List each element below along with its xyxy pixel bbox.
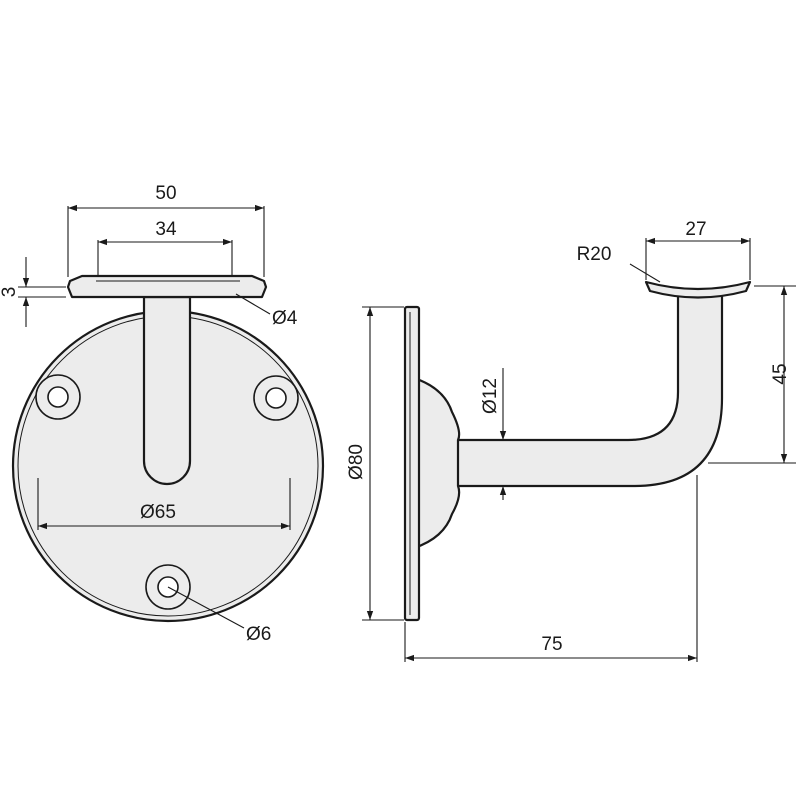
dim-75-label: 75	[541, 634, 562, 655]
front-view: 50 34 3 Ø4 Ø65 Ø6	[0, 183, 325, 645]
side-base-plate	[403, 305, 421, 622]
dim-65-label: Ø65	[140, 502, 176, 523]
front-stem	[142, 295, 192, 486]
dim-r20-label: R20	[577, 244, 612, 265]
mounting-hole-left	[35, 374, 81, 420]
dim-r20-leader	[629, 263, 661, 283]
mounting-hole-right	[253, 375, 299, 421]
dim-d4-leader	[235, 293, 271, 315]
dim-12-label: Ø12	[480, 378, 501, 414]
dim-d4-label: Ø4	[272, 308, 298, 329]
dim-34-label: 34	[155, 219, 177, 240]
side-view: Ø80 Ø12 R20 27 45 75	[346, 219, 796, 662]
side-boss	[412, 376, 461, 550]
dim-d6-leader	[167, 586, 245, 629]
side-arm	[452, 290, 724, 488]
dim-50-label: 50	[155, 183, 176, 204]
dim-27-label: 27	[685, 219, 706, 240]
dim-80-label: Ø80	[346, 444, 367, 480]
dim-d6-label: Ø6	[246, 624, 271, 645]
dim-3-label: 3	[0, 287, 20, 298]
dim-45-label: 45	[770, 363, 791, 384]
side-saddle	[644, 280, 752, 299]
